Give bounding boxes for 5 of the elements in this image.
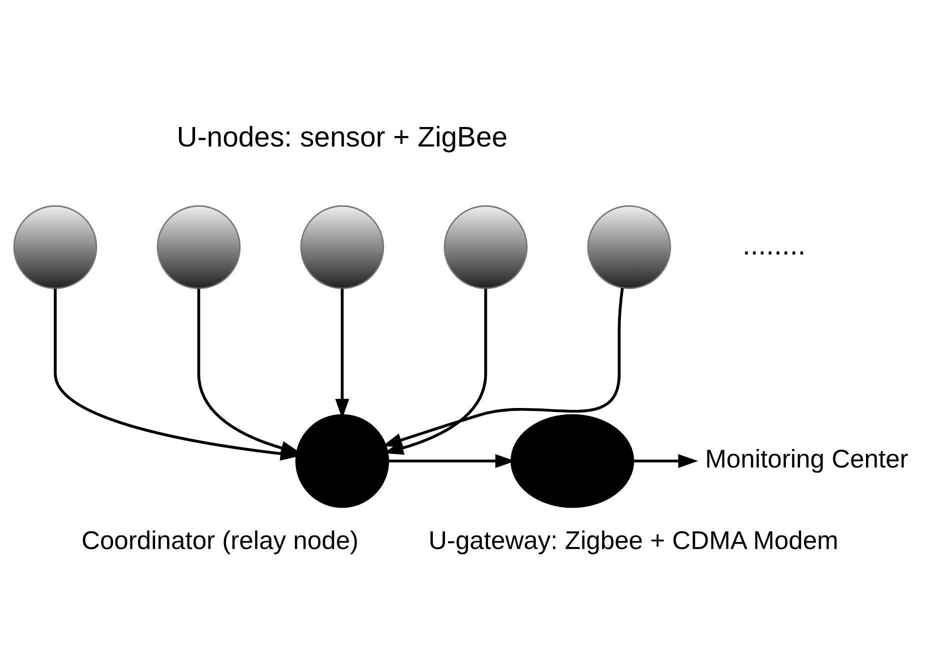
node-text: Monitoring Center [705, 445, 908, 474]
node-label: U-gateway: Zigbee + CDMA Modem [428, 526, 838, 555]
label: ........ [742, 229, 806, 262]
label: U-nodes: sensor + ZigBee [176, 121, 508, 154]
node-label: Coordinator (relay node) [81, 526, 359, 555]
